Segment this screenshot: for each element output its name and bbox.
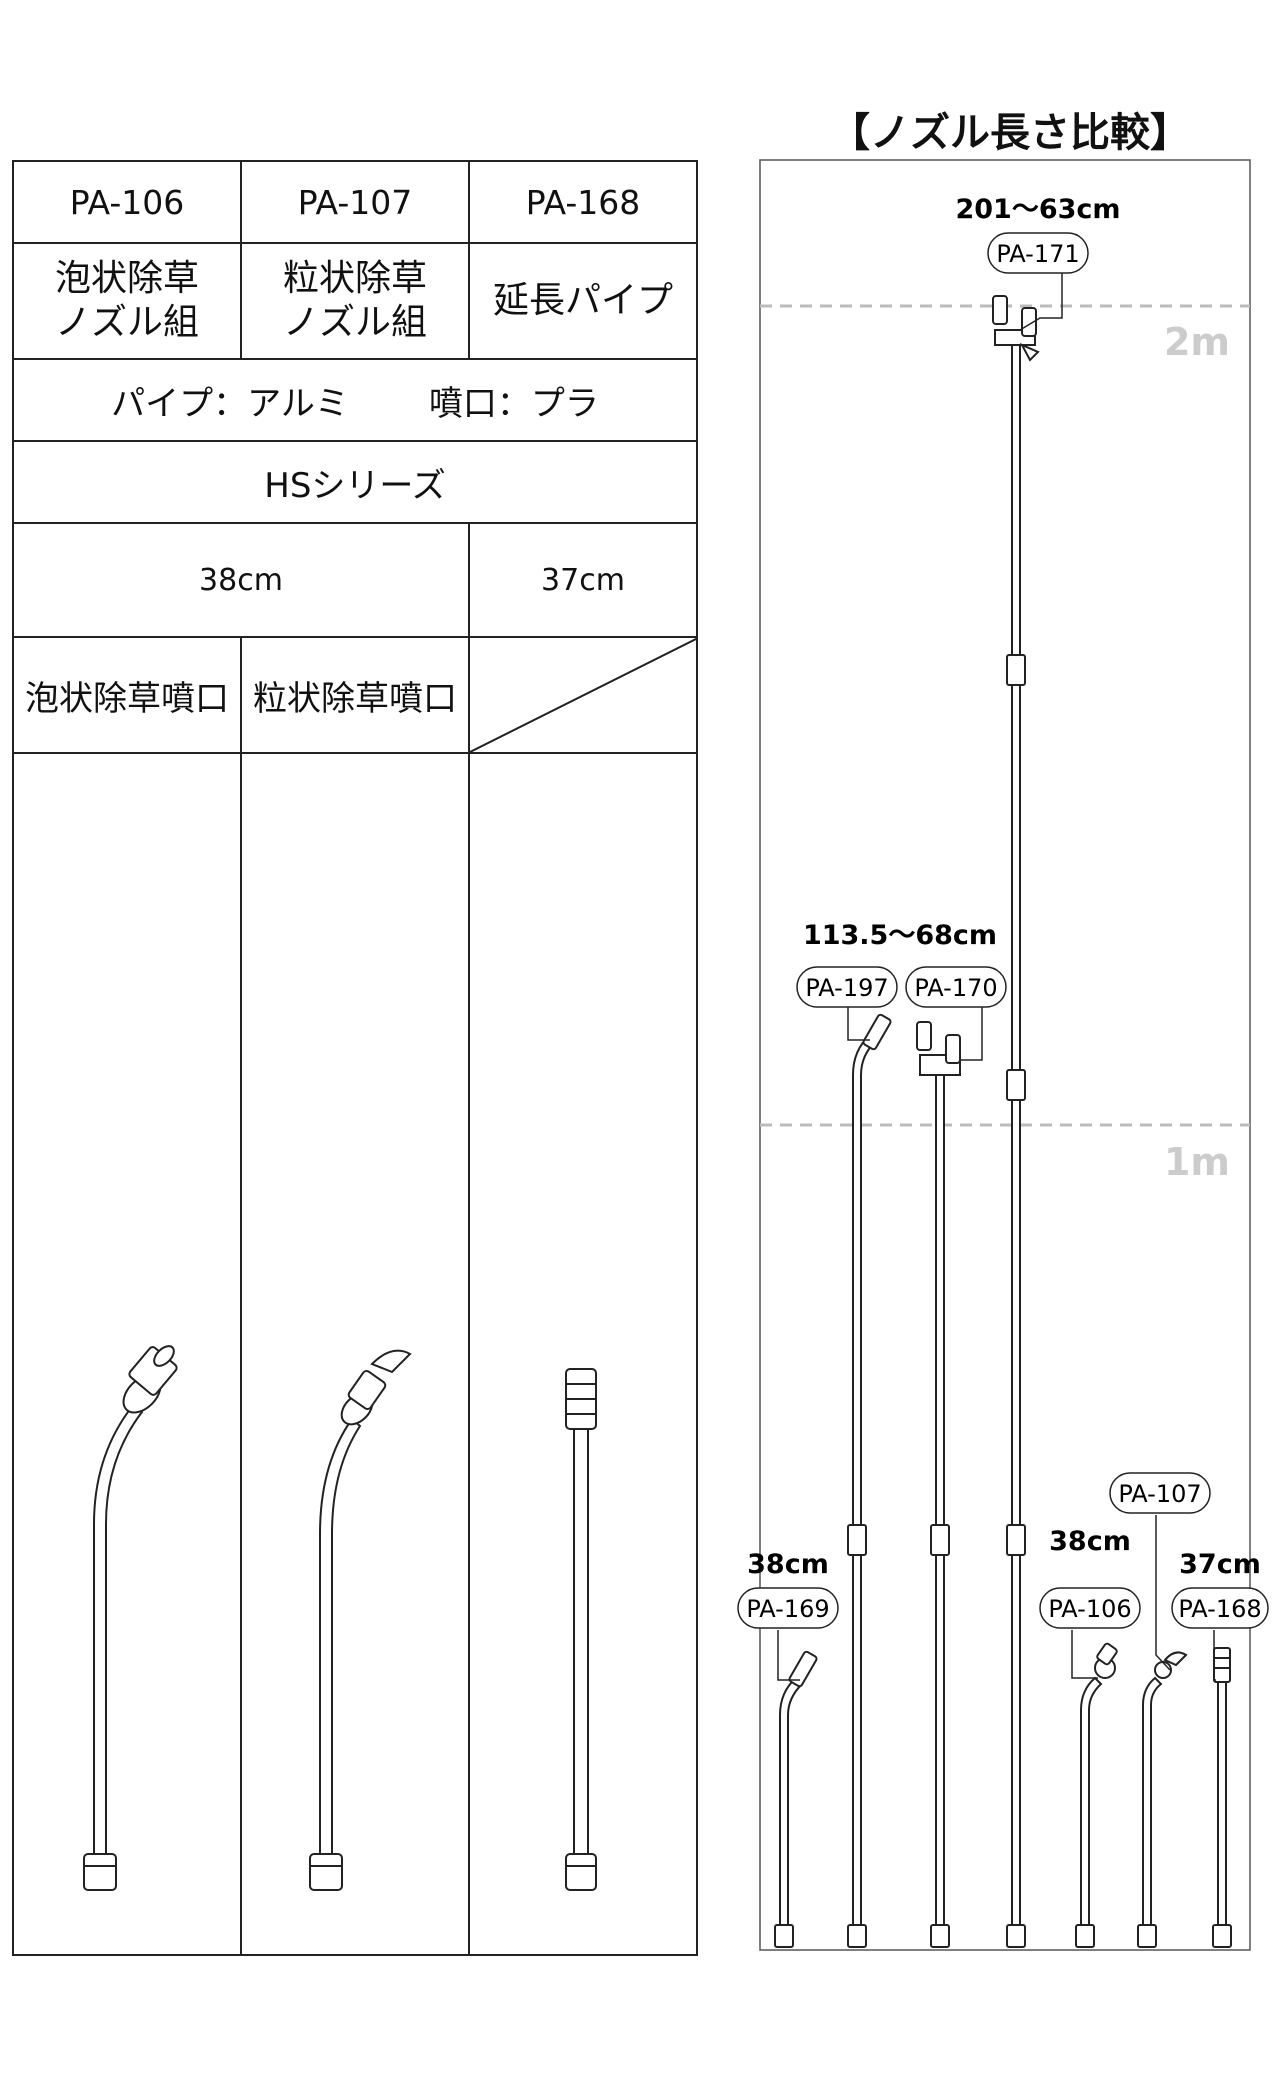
name-cell-pa107: 粒状除草 ノズル組 bbox=[240, 242, 470, 360]
name-line: 粒状除草 bbox=[282, 258, 427, 299]
tip-cell-pa106: 泡状除草噴口 bbox=[12, 636, 242, 754]
badge-text-pa169: PA-169 bbox=[746, 1595, 829, 1623]
length-label-pa197-pa170: 113.5～68cm bbox=[803, 920, 997, 951]
material-pipe: パイプ：アルミ bbox=[111, 383, 349, 424]
pipe-pa169 bbox=[774, 1650, 818, 1948]
material-nozzle: 噴口：プラ bbox=[428, 383, 599, 424]
code-row: PA-106 PA-107 PA-168 bbox=[12, 160, 698, 244]
length-label-pa106-pa107: 38cm bbox=[1049, 1526, 1131, 1557]
scale-label-2m: 2m bbox=[1164, 320, 1230, 364]
series-cell: HSシリーズ bbox=[12, 440, 698, 524]
leader-pa197 bbox=[847, 1005, 870, 1041]
pipe-pa197 bbox=[847, 1013, 892, 1948]
length-label-pa168: 37cm bbox=[1179, 1549, 1261, 1580]
name-line: 泡状除草 bbox=[54, 258, 199, 299]
code-cell-pa106: PA-106 bbox=[12, 160, 242, 244]
length-cell-extension: 37cm bbox=[468, 522, 698, 638]
material-row: パイプ：アルミ 噴口：プラ bbox=[12, 358, 698, 442]
spec-table: PA-106 PA-107 PA-168 泡状除草 ノズル組 粒状除草 ノズル組… bbox=[12, 160, 698, 1956]
length-row: 38cm 37cm bbox=[12, 522, 698, 638]
scale-label-1m: 1m bbox=[1164, 1140, 1230, 1184]
name-line: ノズル組 bbox=[282, 302, 427, 343]
comparison-title: 【ノズル長さ比較】 bbox=[830, 110, 1190, 156]
badge-pa106 bbox=[1039, 1587, 1141, 1629]
length-label-pa169: 38cm bbox=[747, 1549, 829, 1580]
image-cell-pa168 bbox=[468, 752, 698, 1956]
comparison-frame bbox=[759, 159, 1251, 1951]
name-cell-pa168: 延長パイプ bbox=[468, 242, 698, 360]
name-cell-pa106: 泡状除草 ノズル組 bbox=[12, 242, 242, 360]
leader-pa170 bbox=[960, 1005, 983, 1061]
badge-text-pa168: PA-168 bbox=[1178, 1595, 1261, 1623]
tip-cell-empty bbox=[468, 636, 698, 754]
badge-text-pa106: PA-106 bbox=[1048, 1595, 1131, 1623]
name-row: 泡状除草 ノズル組 粒状除草 ノズル組 延長パイプ bbox=[12, 242, 698, 360]
tip-cell-pa107: 粒状除草噴口 bbox=[240, 636, 470, 754]
tip-row: 泡状除草噴口 粒状除草噴口 bbox=[12, 636, 698, 754]
pipe-pa168 bbox=[1212, 1647, 1232, 1948]
name-line: ノズル組 bbox=[54, 302, 199, 343]
diagonal-slash bbox=[471, 639, 695, 751]
leader-pa168 bbox=[1213, 1630, 1216, 1681]
image-row bbox=[12, 752, 698, 1956]
pipe-pa107 bbox=[1137, 1651, 1188, 1948]
name-line: 延長パイプ bbox=[492, 280, 673, 321]
badge-pa197 bbox=[796, 966, 898, 1008]
badge-text-pa170: PA-170 bbox=[914, 974, 997, 1002]
badge-text-pa171: PA-171 bbox=[996, 240, 1079, 268]
leader-pa171 bbox=[1019, 234, 1063, 331]
badge-text-pa197: PA-197 bbox=[805, 974, 888, 1002]
image-cell-pa106 bbox=[12, 752, 242, 1956]
length-label-pa171: 201～63cm bbox=[955, 194, 1120, 225]
series-row: HSシリーズ bbox=[12, 440, 698, 524]
badge-pa169 bbox=[737, 1587, 839, 1629]
badge-pa107 bbox=[1109, 1472, 1211, 1514]
badge-pa170 bbox=[905, 966, 1007, 1008]
leader-pa169 bbox=[777, 1630, 800, 1681]
code-cell-pa168: PA-168 bbox=[468, 160, 698, 244]
granule-nozzle-illustration bbox=[309, 1349, 412, 1891]
pipe-pa171 bbox=[992, 295, 1040, 1948]
badge-text-pa107: PA-107 bbox=[1118, 1480, 1201, 1508]
leader-pa106 bbox=[1071, 1630, 1098, 1679]
foam-nozzle-illustration bbox=[83, 1345, 178, 1891]
extension-pipe-illustration bbox=[565, 1368, 597, 1891]
badge-pa171 bbox=[987, 232, 1089, 274]
code-cell-pa107: PA-107 bbox=[240, 160, 470, 244]
image-cell-pa107 bbox=[240, 752, 470, 1956]
pipe-pa106 bbox=[1075, 1642, 1118, 1948]
pipe-pa170 bbox=[916, 1021, 961, 1948]
leader-pa107 bbox=[1155, 1515, 1171, 1671]
badge-pa168 bbox=[1171, 1587, 1269, 1629]
length-cell-shared: 38cm bbox=[12, 522, 470, 638]
material-cell: パイプ：アルミ 噴口：プラ bbox=[12, 358, 698, 442]
